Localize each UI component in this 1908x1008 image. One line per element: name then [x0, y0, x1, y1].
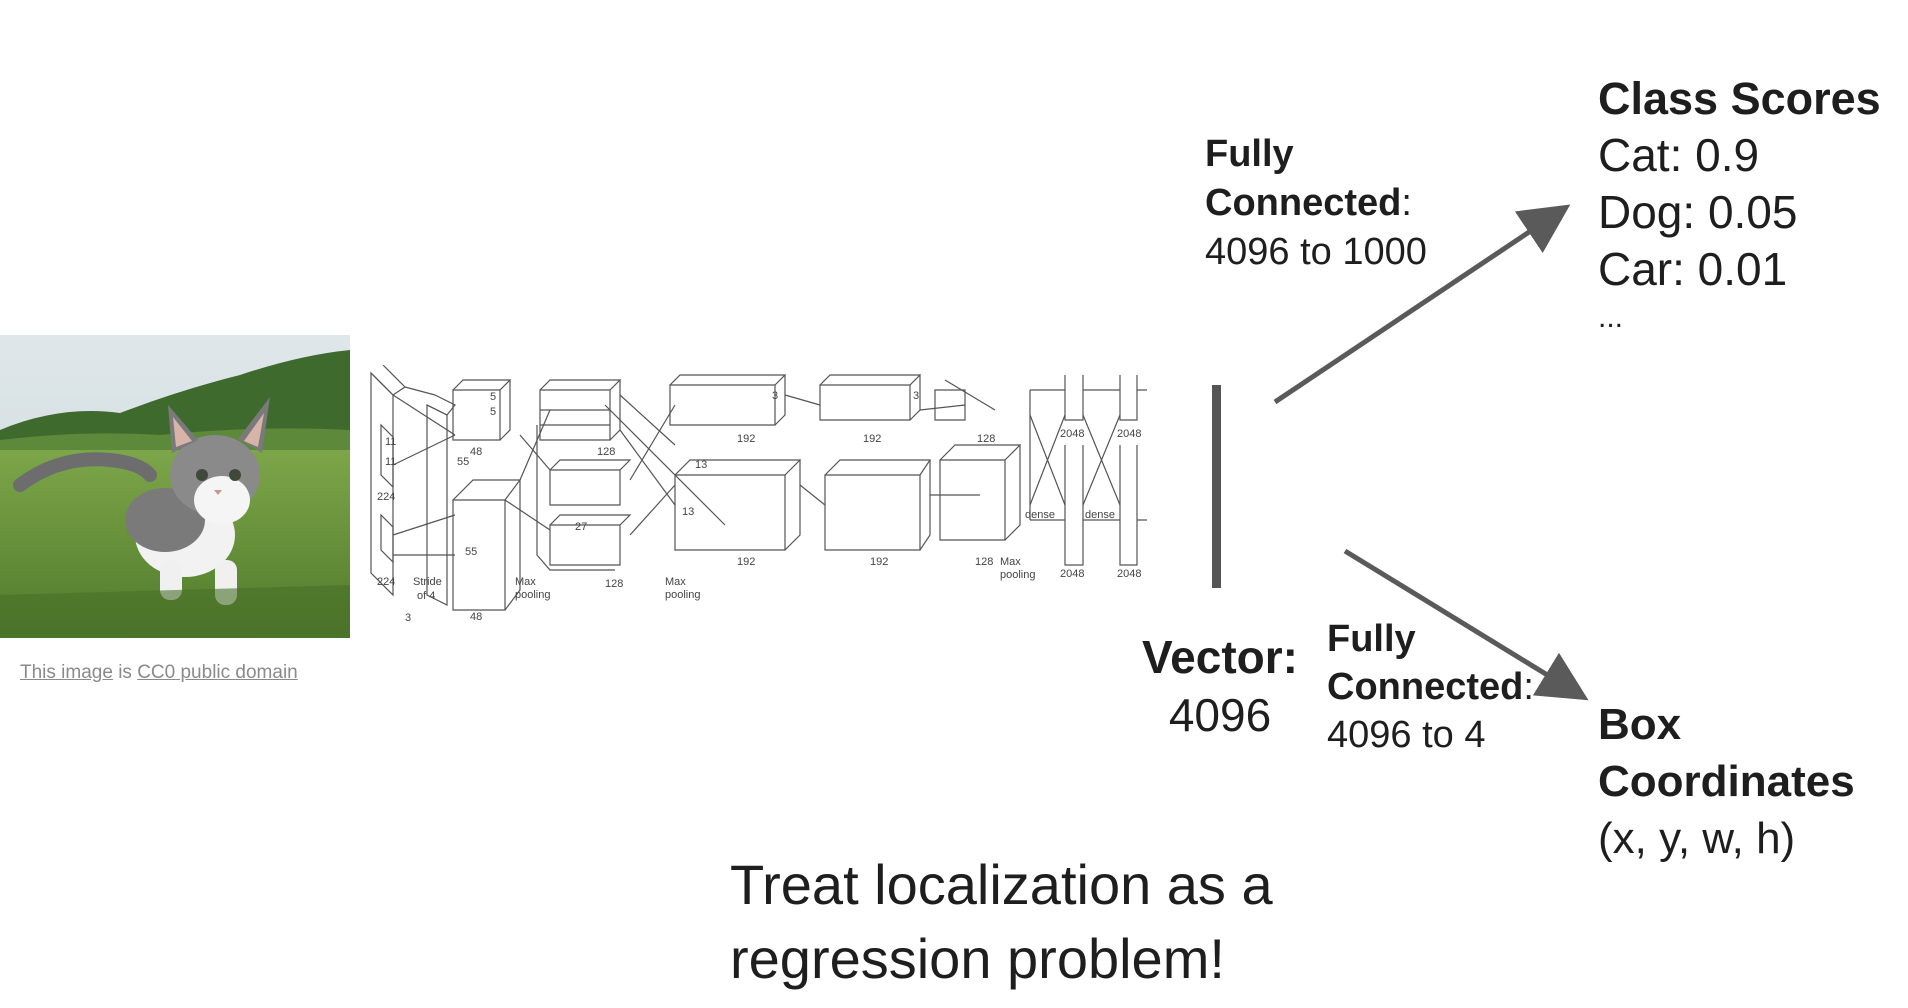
label-128a: 128 — [597, 446, 615, 458]
label-128d: 128 — [975, 556, 993, 568]
label-5a: 5 — [490, 391, 496, 403]
cat-photo — [0, 335, 350, 638]
label-192c: 192 — [863, 433, 881, 445]
caption-line2: regression problem! — [730, 927, 1225, 990]
arrow-to-class-scores — [1273, 204, 1571, 405]
class-scores: Class Scores Cat: 0.9 Dog: 0.05 Car: 0.0… — [1598, 70, 1881, 338]
label-224b: 224 — [377, 576, 395, 588]
box-line2: Coordinates — [1598, 757, 1855, 806]
label-128c: 128 — [977, 433, 995, 445]
label-48a: 48 — [470, 446, 482, 458]
label-55a: 55 — [457, 456, 469, 468]
fc-bottom-line2: Connected — [1327, 666, 1524, 708]
image-link[interactable]: This image — [20, 662, 113, 683]
label-2048c: 2048 — [1060, 568, 1084, 580]
score-ellipsis: ... — [1598, 301, 1624, 334]
label-27: 27 — [575, 521, 587, 533]
label-192d: 192 — [870, 556, 888, 568]
score-car: Car: 0.01 — [1598, 243, 1788, 295]
score-dog: Dog: 0.05 — [1598, 186, 1798, 238]
box-line1: Box — [1598, 700, 1682, 749]
fc-bottom-colon: : — [1523, 666, 1534, 708]
fc-top-line2: Connected — [1205, 182, 1402, 224]
box-line3: (x, y, w, h) — [1598, 814, 1796, 863]
label-2048d: 2048 — [1117, 568, 1141, 580]
class-scores-title: Class Scores — [1598, 73, 1881, 124]
label-192a: 192 — [737, 433, 755, 445]
vector-size: 4096 — [1168, 689, 1272, 741]
label-of4: of 4 — [417, 590, 435, 602]
fc-top-line3: 4096 to 1000 — [1205, 231, 1427, 273]
label-11b: 11 — [385, 456, 396, 468]
label-48b: 48 — [470, 611, 482, 623]
label-3: 3 — [405, 612, 411, 624]
label-3a: 3 — [772, 390, 778, 402]
license-link[interactable]: CC0 public domain — [137, 662, 298, 683]
fc-bottom-line1: Fully — [1327, 618, 1416, 660]
image-credit: This image is CC0 public domain — [20, 662, 298, 684]
cnn-architecture-diagram: 224 224 11 11 Stride of 4 3 55 55 48 48 … — [370, 365, 1147, 624]
label-maxpool2b: pooling — [665, 589, 700, 601]
label-5b: 5 — [490, 406, 496, 418]
vector-label: Vector: 4096 — [1135, 628, 1305, 744]
label-3b: 3 — [913, 390, 919, 402]
label-128b: 128 — [605, 578, 623, 590]
label-192b: 192 — [737, 556, 755, 568]
label-maxpool1b: pooling — [515, 589, 550, 601]
label-2048a: 2048 — [1060, 428, 1084, 440]
fc-top-label: Fully Connected: 4096 to 1000 — [1205, 130, 1427, 277]
feature-vector-bar — [1212, 385, 1221, 588]
label-2048b: 2048 — [1117, 428, 1141, 440]
vector-title: Vector: — [1142, 631, 1298, 683]
fc-top-line1: Fully — [1205, 133, 1294, 175]
credit-text: is — [112, 662, 138, 683]
label-55b: 55 — [465, 546, 477, 558]
label-maxpool2a: Max — [665, 576, 686, 588]
label-11a: 11 — [385, 436, 396, 448]
fc-bottom-label: Fully Connected: 4096 to 4 — [1327, 615, 1534, 759]
label-dense2: dense — [1085, 509, 1115, 521]
fc-top-colon: : — [1401, 182, 1412, 224]
label-13a: 13 — [695, 459, 707, 471]
label-maxpool3b: pooling — [1000, 569, 1035, 581]
fc-bottom-line3: 4096 to 4 — [1327, 714, 1486, 756]
label-maxpool1a: Max — [515, 576, 536, 588]
label-stride: Stride — [413, 576, 442, 588]
label-maxpool3a: Max — [1000, 556, 1021, 568]
caption-line1: Treat localization as a — [730, 853, 1273, 916]
score-cat: Cat: 0.9 — [1598, 129, 1760, 181]
box-coordinates: Box Coordinates (x, y, w, h) — [1598, 696, 1855, 867]
label-13b: 13 — [682, 506, 694, 518]
slide-caption: Treat localization as a regression probl… — [730, 848, 1273, 996]
arrow-to-box-coordinates — [1343, 548, 1589, 701]
label-dense1: dense — [1025, 509, 1055, 521]
label-224a: 224 — [377, 491, 395, 503]
